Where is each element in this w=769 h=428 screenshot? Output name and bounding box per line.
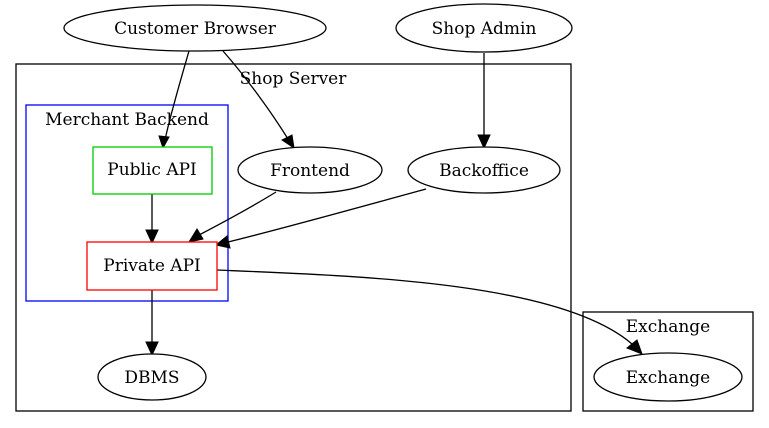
edge-arrowhead bbox=[145, 229, 159, 245]
node-exchange: Exchange bbox=[593, 352, 743, 402]
edge-line bbox=[222, 50, 289, 140]
edge-shop-admin-to-backoffice bbox=[477, 53, 491, 150]
node-frontend: Frontend bbox=[237, 146, 383, 194]
edge-line bbox=[164, 50, 190, 141]
node-dbms: DBMS bbox=[97, 353, 207, 401]
node-shape bbox=[63, 4, 327, 52]
edge-customer-browser-to-public-api bbox=[158, 50, 190, 150]
node-shape bbox=[395, 3, 573, 53]
node-label: Frontend bbox=[270, 161, 350, 181]
node-label: Private API bbox=[103, 256, 200, 276]
edge-private-api-to-dbms bbox=[145, 290, 159, 357]
node-shape bbox=[86, 241, 218, 291]
edge-customer-browser-to-frontend bbox=[222, 50, 295, 150]
node-shop-admin: Shop Admin bbox=[395, 3, 573, 53]
node-backoffice: Backoffice bbox=[407, 146, 561, 194]
cluster-exchange-label: Exchange bbox=[626, 317, 711, 337]
edge-arrowhead bbox=[477, 134, 491, 150]
edge-arrowhead bbox=[145, 341, 159, 357]
node-label: Customer Browser bbox=[114, 19, 277, 39]
cluster-shop-server-label: Shop Server bbox=[240, 69, 348, 89]
edge-arrowhead bbox=[158, 135, 170, 150]
edge-arrowhead bbox=[281, 134, 295, 150]
edge-frontend-to-private-api bbox=[187, 191, 277, 243]
node-label: Exchange bbox=[626, 368, 711, 388]
edge-arrowhead bbox=[187, 228, 204, 243]
node-public-api: Public API bbox=[92, 146, 213, 195]
node-shape bbox=[593, 352, 743, 402]
cluster-merchant-backend-border bbox=[25, 104, 229, 302]
node-shape bbox=[92, 146, 213, 195]
node-label: DBMS bbox=[124, 368, 179, 388]
edge-line bbox=[216, 269, 633, 345]
edge-line bbox=[227, 188, 427, 243]
node-shape bbox=[407, 146, 561, 194]
cluster-shop-server: Shop Server bbox=[15, 63, 572, 412]
edge-private-api-to-exchange bbox=[216, 269, 643, 355]
node-private-api: Private API bbox=[86, 241, 218, 291]
edge-arrowhead bbox=[626, 339, 643, 355]
cluster-shop-server-border bbox=[15, 63, 572, 412]
cluster-exchange-border bbox=[582, 311, 754, 412]
edge-backoffice-to-private-api bbox=[214, 188, 427, 249]
node-shape bbox=[237, 146, 383, 194]
node-shape bbox=[97, 353, 207, 401]
node-label: Public API bbox=[107, 160, 197, 180]
cluster-exchange: Exchange bbox=[582, 311, 754, 412]
node-label: Shop Admin bbox=[432, 19, 537, 39]
node-customer-browser: Customer Browser bbox=[63, 4, 327, 52]
cluster-merchant-backend-label: Merchant Backend bbox=[45, 110, 209, 130]
edge-public-api-to-private-api bbox=[145, 194, 159, 245]
edge-arrowhead bbox=[214, 235, 231, 249]
node-label: Backoffice bbox=[439, 161, 529, 181]
edge-line bbox=[198, 191, 277, 236]
